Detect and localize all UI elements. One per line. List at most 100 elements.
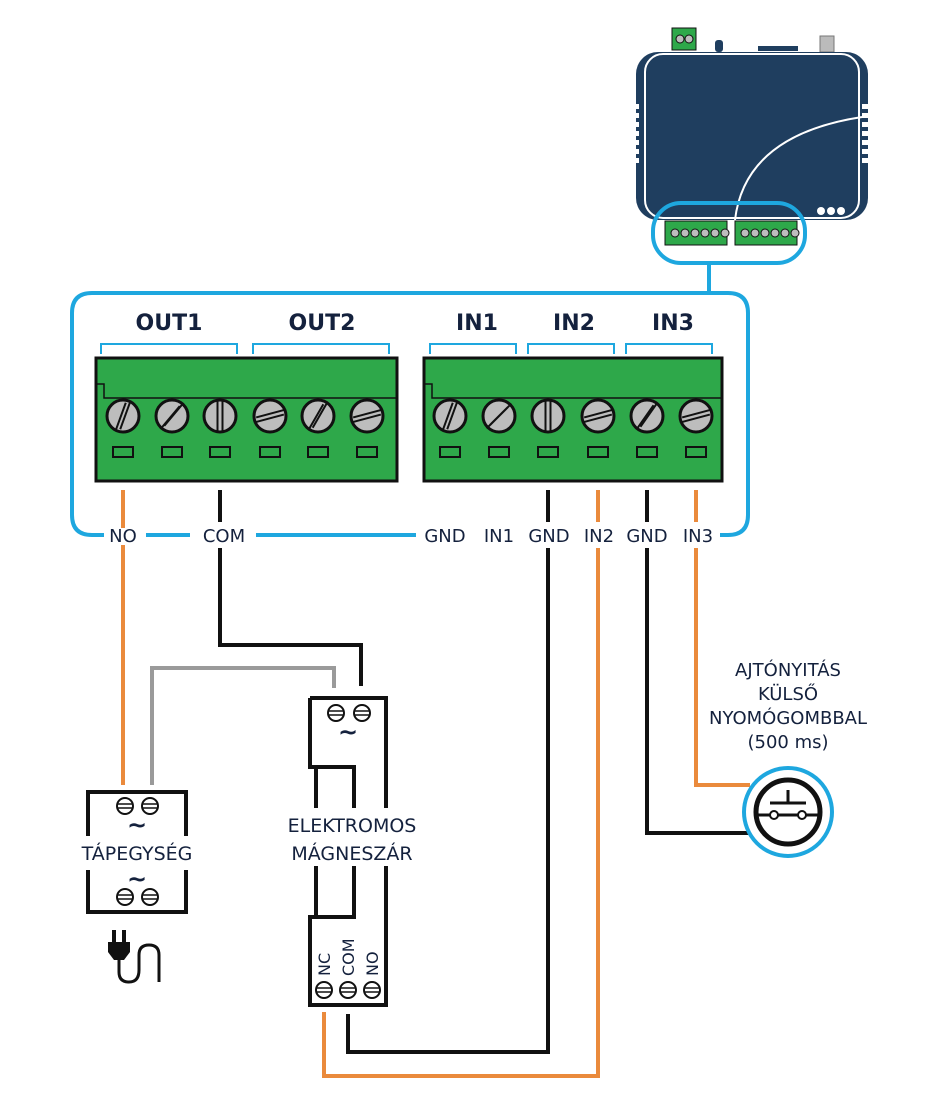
screw-icon bbox=[750, 228, 760, 238]
screw-icon bbox=[740, 228, 750, 238]
screw-icon bbox=[315, 981, 333, 999]
wire-slot bbox=[356, 446, 378, 458]
screw-icon bbox=[680, 228, 690, 238]
status-led bbox=[827, 207, 835, 215]
magnetic-lock: ~ ELEKTROMOS MÁGNESZÁR bbox=[288, 696, 417, 1007]
screw-icon bbox=[339, 981, 357, 999]
terminal-screw-icon bbox=[580, 398, 616, 434]
terminal-group-bracket bbox=[100, 343, 238, 354]
side-led bbox=[862, 158, 868, 163]
terminal-group-label: OUT2 bbox=[289, 311, 356, 336]
wire-in3-orange bbox=[694, 490, 750, 787]
wire-slot bbox=[161, 446, 183, 458]
lock-contact-label: COM bbox=[339, 938, 358, 976]
detail-frame bbox=[70, 291, 750, 537]
terminal-screw-icon bbox=[252, 398, 288, 434]
input-terminal-block bbox=[422, 356, 724, 483]
terminal-screw-icon bbox=[349, 398, 385, 434]
terminal-highlight bbox=[651, 201, 807, 265]
side-led bbox=[633, 104, 639, 109]
pin-label: GND bbox=[528, 526, 569, 547]
terminal-screw-icon bbox=[300, 398, 336, 434]
device-outline bbox=[644, 53, 860, 219]
status-led bbox=[837, 207, 845, 215]
side-led bbox=[633, 149, 639, 154]
terminal-screw-icon bbox=[530, 398, 566, 434]
pin-label: IN2 bbox=[584, 526, 614, 547]
antenna-connector-icon bbox=[819, 35, 835, 53]
side-led bbox=[862, 140, 868, 145]
screw-icon bbox=[710, 228, 720, 238]
screw-icon bbox=[780, 228, 790, 238]
ac-symbol-top: ~ bbox=[127, 811, 147, 839]
terminal-screw-icon bbox=[432, 398, 468, 434]
terminal-screw-icon bbox=[629, 398, 665, 434]
power-plug-icon bbox=[108, 930, 161, 984]
controller-device bbox=[633, 27, 868, 293]
wire-in2-orange bbox=[322, 490, 600, 1078]
screw-icon bbox=[116, 888, 134, 906]
side-led bbox=[862, 131, 868, 136]
screw-icon bbox=[670, 228, 680, 238]
screw-icon bbox=[684, 34, 694, 44]
device-body bbox=[636, 52, 868, 220]
output-terminal-block bbox=[94, 356, 399, 483]
wire-com-black bbox=[218, 490, 363, 686]
side-led bbox=[862, 113, 868, 118]
screw-icon bbox=[353, 704, 371, 722]
wire-supply-gray bbox=[150, 666, 336, 785]
button-nub bbox=[715, 40, 723, 52]
screw-icon bbox=[141, 797, 159, 815]
pin-label: GND bbox=[424, 526, 465, 547]
lock-contact-label: NC bbox=[315, 953, 334, 976]
pin-label: GND bbox=[626, 526, 667, 547]
wire-slot bbox=[488, 446, 510, 458]
pin-label: NO bbox=[109, 526, 137, 547]
terminal-group-label: IN2 bbox=[553, 311, 595, 336]
lock-label-line1: ELEKTROMOS bbox=[288, 815, 417, 837]
side-led bbox=[633, 131, 639, 136]
push-button-icon bbox=[753, 777, 823, 847]
push-button-caption-line: KÜLSŐ bbox=[758, 683, 818, 705]
lock-ac-symbol: ~ bbox=[338, 718, 358, 746]
terminal-group-label: IN3 bbox=[652, 311, 694, 336]
power-supply-label: TÁPEGYSÉG bbox=[81, 842, 193, 865]
wire-slot bbox=[112, 446, 134, 458]
terminal-group-bracket bbox=[625, 343, 713, 354]
pin-label: IN1 bbox=[484, 526, 514, 547]
push-button-caption-line: NYOMÓGOMBBAL bbox=[709, 707, 867, 729]
screw-icon bbox=[363, 981, 381, 999]
terminal-screw-icon bbox=[154, 398, 190, 434]
side-led bbox=[633, 113, 639, 118]
wire-gnd-in3-black bbox=[645, 490, 750, 835]
terminal-group-bracket bbox=[527, 343, 615, 354]
antenna-cable bbox=[734, 116, 863, 221]
status-led bbox=[817, 207, 825, 215]
wire-slot bbox=[307, 446, 329, 458]
wire-slot bbox=[685, 446, 707, 458]
screw-icon bbox=[790, 228, 800, 238]
wire-gnd-in2-black bbox=[346, 490, 550, 1054]
wire-slot bbox=[587, 446, 609, 458]
wire-slot bbox=[537, 446, 559, 458]
side-led bbox=[862, 104, 868, 109]
power-supply: ~ TÁPEGYSÉG ~ bbox=[81, 790, 193, 914]
side-led bbox=[633, 122, 639, 127]
terminal-group-bracket bbox=[252, 343, 390, 354]
push-button bbox=[742, 766, 834, 858]
terminal-screw-icon bbox=[202, 398, 238, 434]
wire-slot bbox=[439, 446, 461, 458]
wire-slot bbox=[209, 446, 231, 458]
terminal-screw-icon bbox=[105, 398, 141, 434]
push-button-caption-line: AJTÓNYITÁS bbox=[735, 659, 841, 681]
sim-slot bbox=[758, 46, 798, 51]
terminal-screw-icon bbox=[678, 398, 714, 434]
pin-label: COM bbox=[203, 526, 245, 547]
screw-icon bbox=[760, 228, 770, 238]
wire-slot bbox=[259, 446, 281, 458]
screw-icon bbox=[690, 228, 700, 238]
terminal-group-bracket bbox=[429, 343, 517, 354]
screw-icon bbox=[700, 228, 710, 238]
